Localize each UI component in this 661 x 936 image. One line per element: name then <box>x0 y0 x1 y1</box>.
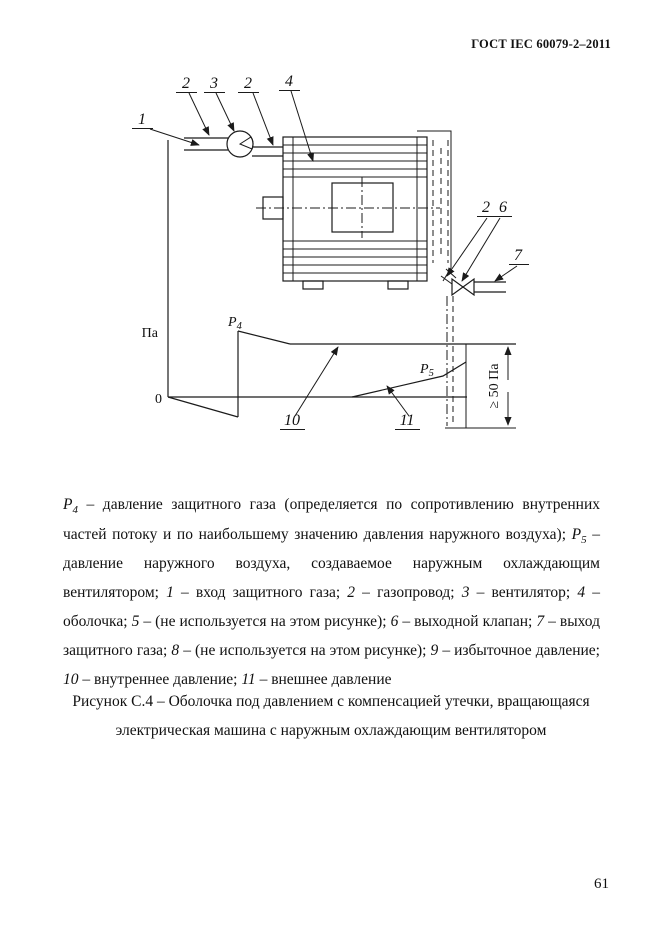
callout-3: 3 <box>209 75 218 92</box>
leader-2a <box>188 92 210 136</box>
p5-label: P5 <box>419 362 434 379</box>
callout-2c: 2 <box>482 199 490 216</box>
leader-10 <box>294 346 339 417</box>
figure-c4-diagram: 1 2 3 2 4 2 6 7 10 11 <box>132 73 529 430</box>
figure-caption: Рисунок С.4 – Оболочка под давлением с к… <box>72 693 590 739</box>
callout-4: 4 <box>285 73 293 90</box>
valve-duct-1 <box>440 275 453 285</box>
p4-label: P4 <box>227 315 243 332</box>
valve-right-triangle <box>461 277 475 297</box>
leader-7 <box>494 265 518 282</box>
y-axis-label: Па <box>142 326 159 341</box>
leader-2b <box>252 92 274 146</box>
callout-2a: 2 <box>182 75 190 92</box>
leader-3 <box>215 92 235 132</box>
leader-11 <box>386 385 410 417</box>
machine-assembly <box>184 130 506 426</box>
leader-1 <box>149 128 200 146</box>
external-pressure-line <box>351 361 467 398</box>
foot-left <box>302 280 324 290</box>
fan-cowl-outline <box>417 130 452 282</box>
valve-duct-2 <box>445 268 457 279</box>
leader-lines <box>149 90 518 417</box>
enclosure-fins <box>283 144 427 274</box>
foot-right <box>387 280 409 290</box>
pressure-graph: ≥ 50 Па Па 0 P4 P5 <box>142 140 516 429</box>
p4-decay-line <box>237 330 291 345</box>
fan-volute <box>238 136 254 150</box>
valve-left-triangle <box>451 277 465 297</box>
figure-legend: P4 – давление защитного газа (определяет… <box>63 496 600 689</box>
page-number: 61 <box>594 876 609 892</box>
shaft-stub <box>262 196 284 220</box>
callout-7: 7 <box>514 247 523 264</box>
callout-10: 10 <box>284 412 300 429</box>
dimension-label: ≥ 50 Па <box>487 363 502 409</box>
origin-label: 0 <box>155 392 162 407</box>
callout-6: 6 <box>499 199 507 216</box>
suction-pressure-line <box>167 396 239 418</box>
leader-4 <box>290 90 315 162</box>
leader-2c <box>446 217 488 277</box>
callout-11: 11 <box>400 412 415 429</box>
callout-1: 1 <box>138 111 146 128</box>
document-header: ГОСТ IEC 60079-2–2011 <box>471 37 611 51</box>
callout-labels: 1 2 3 2 4 2 6 7 10 11 <box>132 73 529 430</box>
enclosure-body <box>282 136 428 282</box>
leader-6 <box>461 217 501 282</box>
callout-2b: 2 <box>244 75 252 92</box>
